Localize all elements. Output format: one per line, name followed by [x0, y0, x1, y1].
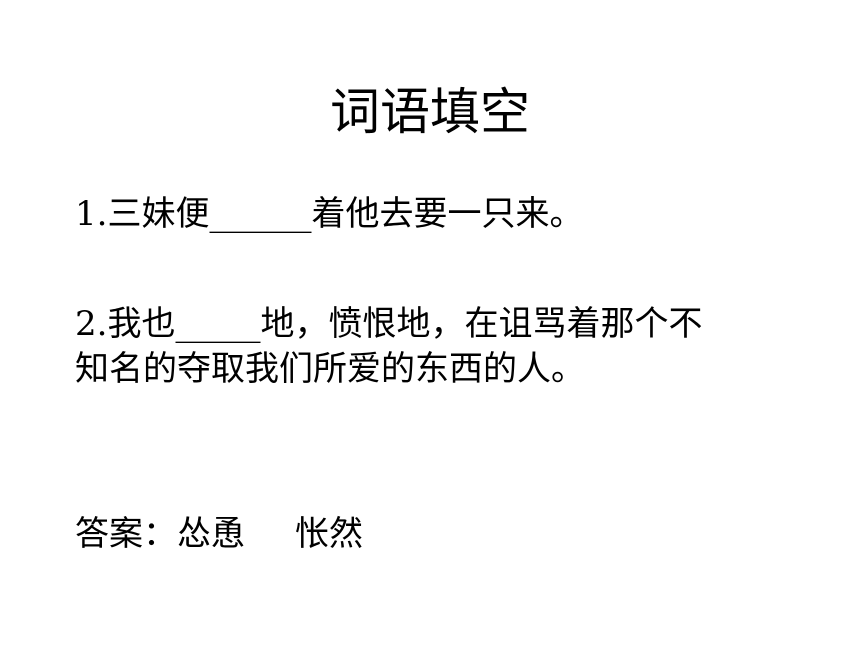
question-1: 1.三妹便______着他去要一只来。 [75, 194, 584, 234]
answer-word-1: 怂恿 [177, 514, 245, 554]
answer-word-2: 怅然 [295, 514, 363, 554]
answer-label: 答案： [75, 514, 177, 554]
slide-title: 词语填空 [330, 83, 530, 141]
question-2-line-1: 2.我也_____地，愤恨地，在诅骂着那个不 [75, 304, 703, 344]
answer-line: 答案：怂恿 怅然 [75, 510, 363, 558]
question-2-line-2: 知名的夺取我们所爱的东西的人。 [75, 349, 585, 389]
